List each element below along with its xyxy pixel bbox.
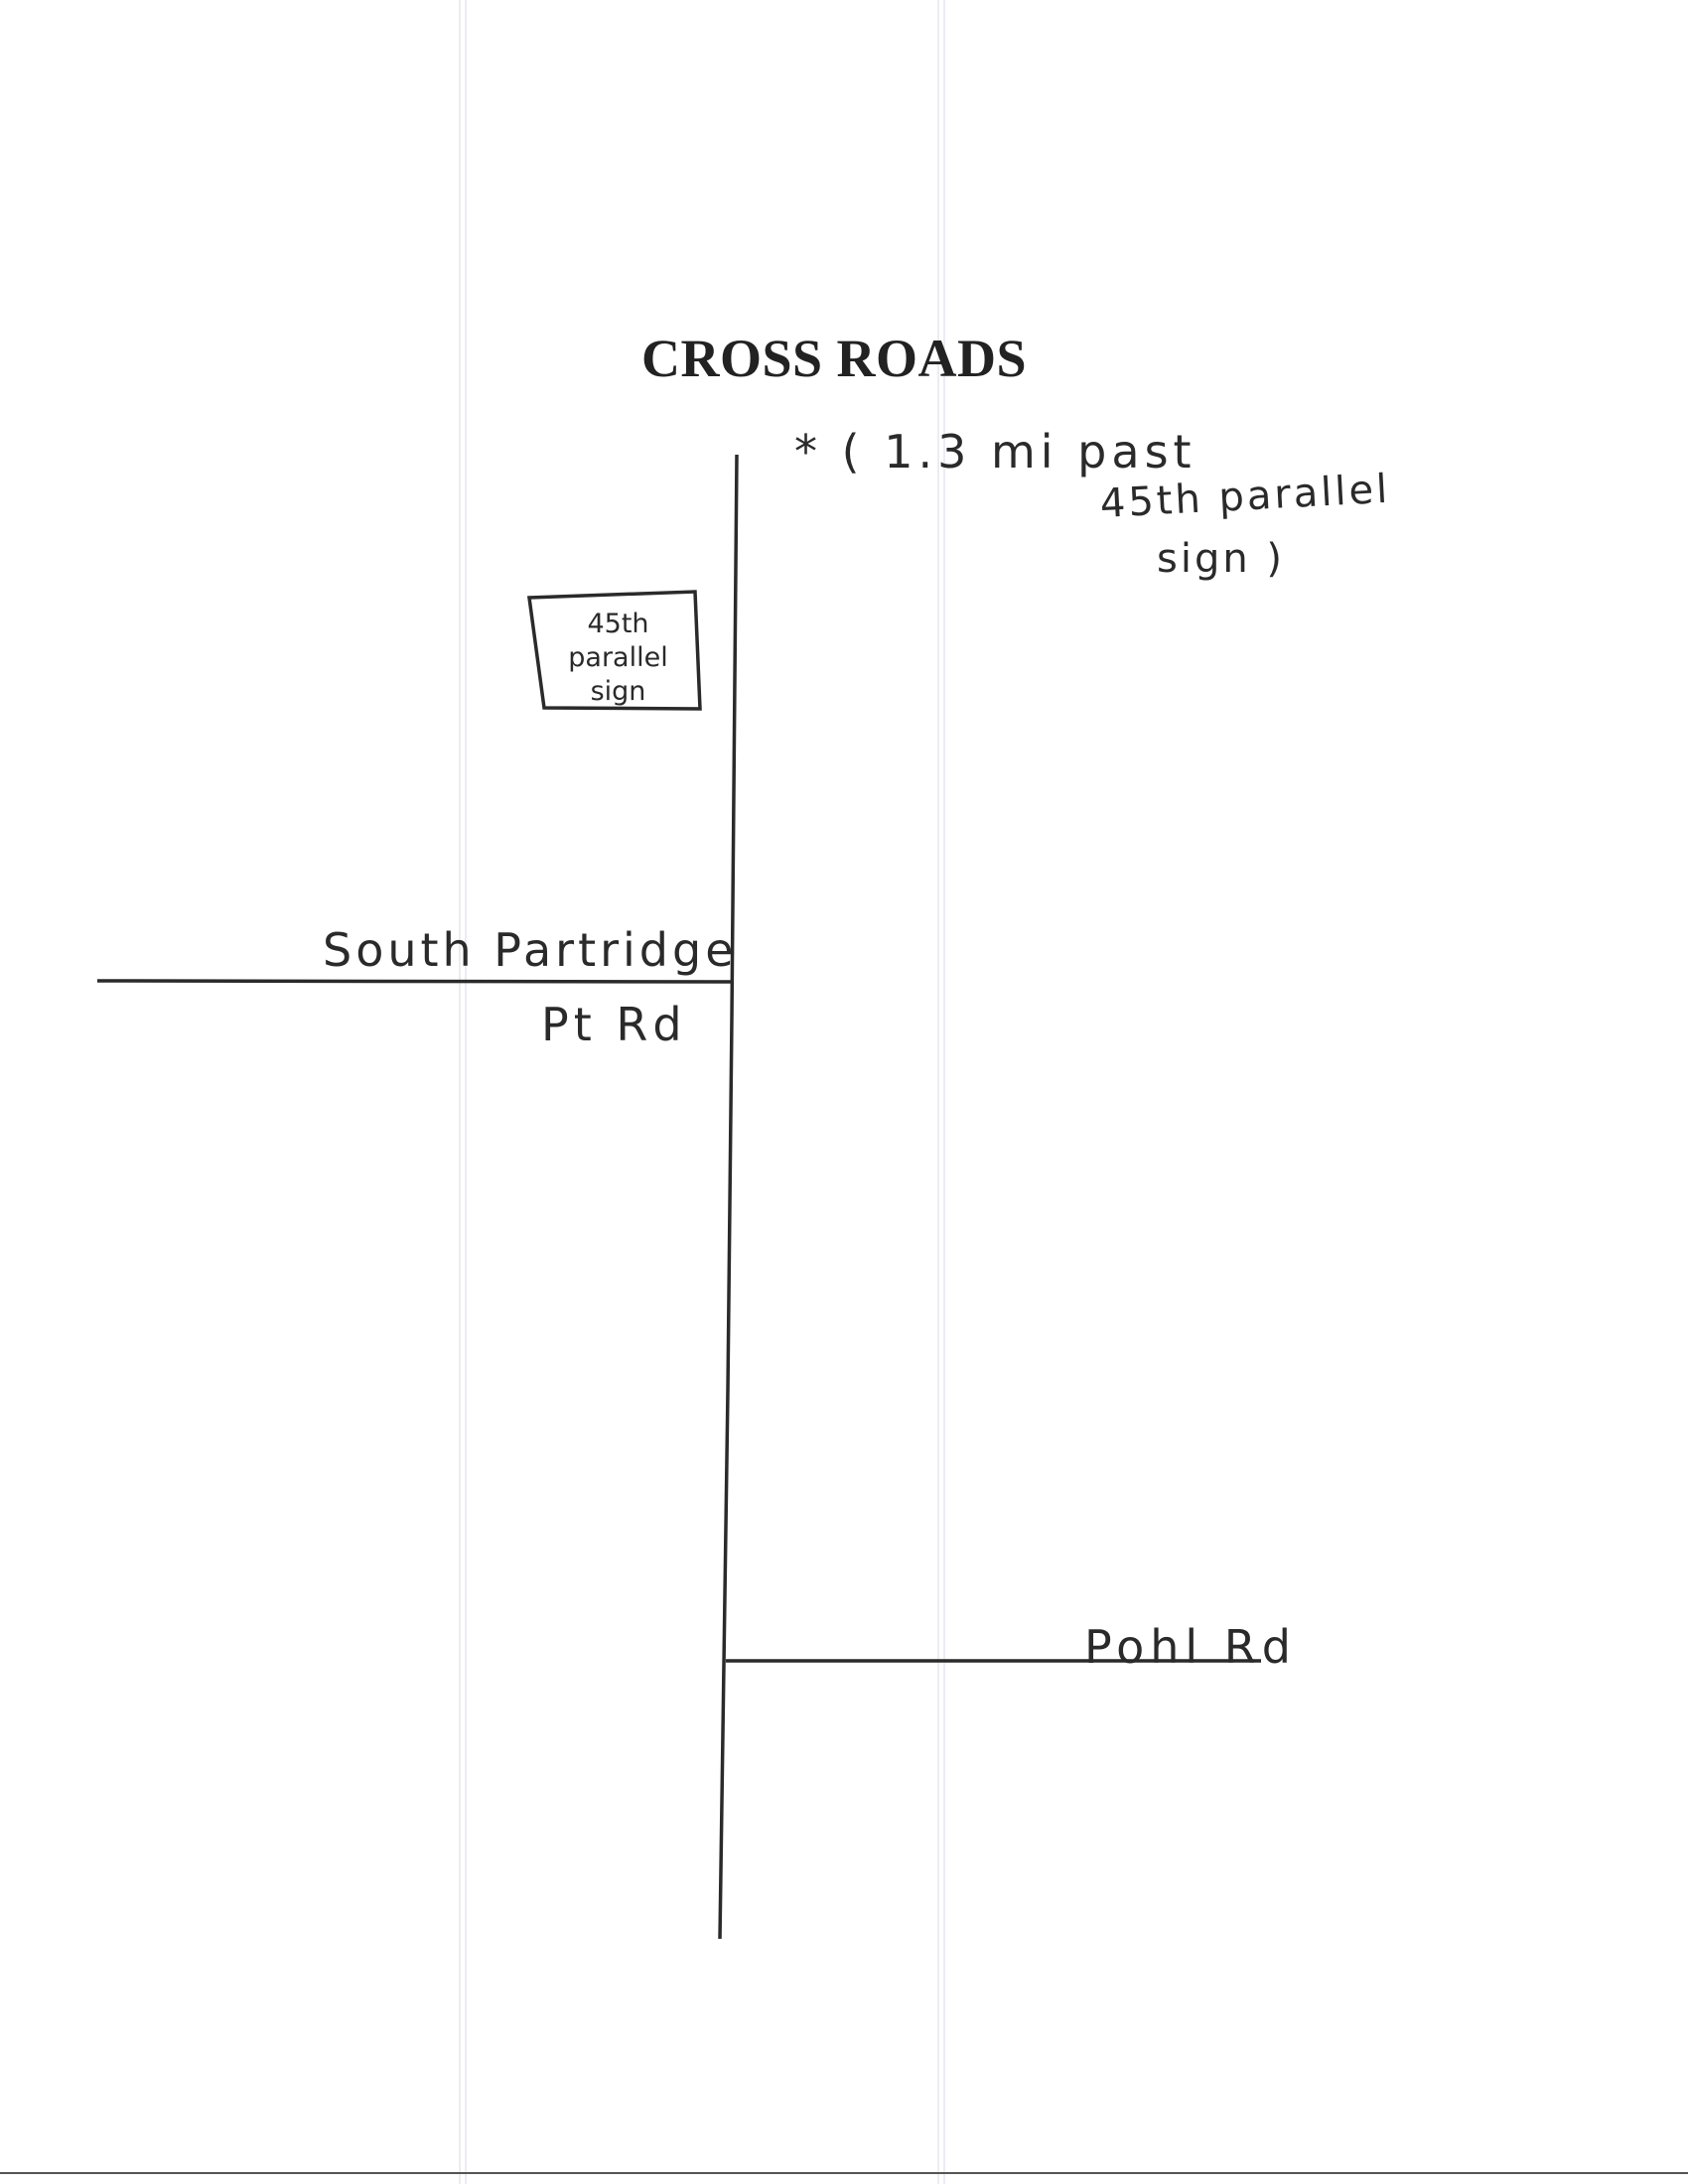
- scan-streak: [943, 0, 945, 2184]
- parallel-sign-label-line1: 45th: [587, 609, 649, 639]
- main-road-line: [718, 454, 739, 1940]
- south-partridge-label: South Partridge: [323, 923, 738, 977]
- page-title: CROSS ROADS: [640, 329, 1028, 388]
- parallel-sign-label-line3: sign: [590, 676, 646, 707]
- south-partridge-label-line2: Pt Rd: [541, 998, 687, 1051]
- parallel-sign-label-line2: parallel: [568, 642, 668, 673]
- parallel-sign-box: [527, 590, 702, 711]
- scan-streak: [937, 0, 939, 2184]
- south-partridge-road-line: [96, 979, 734, 984]
- distance-note-line1: * ( 1.3 mi past: [794, 425, 1196, 478]
- distance-note-line3: sign ): [1157, 536, 1286, 582]
- pohl-road-label: Pohl Rd: [1084, 1620, 1297, 1674]
- scan-streak: [459, 0, 461, 2184]
- parallel-sign-label: 45th parallel sign: [536, 608, 700, 709]
- scan-streak: [465, 0, 467, 2184]
- scan-edge-line: [0, 2172, 1688, 2174]
